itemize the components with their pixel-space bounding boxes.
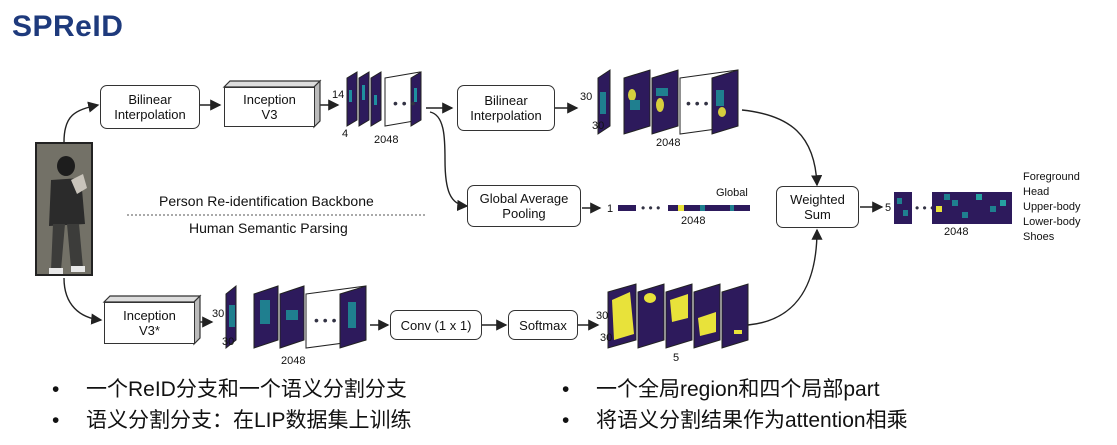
out-dim-5: 5 <box>885 202 892 214</box>
bullet-item: • 一个全局region和四个局部part <box>562 374 908 405</box>
svg-text:• • •: • • • <box>314 312 337 328</box>
bullet-text: 语义分割分支：在LIP数据集上训练 <box>86 409 412 432</box>
inception-v3-box: Inception V3 <box>224 87 315 127</box>
legend-shoes: Shoes <box>1023 231 1055 243</box>
bullet-dot: • <box>562 378 570 401</box>
inception-v3s-box: Inception V3* <box>104 302 195 344</box>
person-silhouette <box>37 144 91 274</box>
top-dim-4: 4 <box>342 128 349 140</box>
out-dim-2048: 2048 <box>944 226 969 238</box>
part-legend: Foreground Head Upper-body Lower-body Sh… <box>1023 170 1080 245</box>
global-dim-2048: 2048 <box>681 215 706 227</box>
bullet-text: 将语义分割结果作为attention相乘 <box>596 409 908 432</box>
bullet-item: • 一个ReID分支和一个语义分割分支 <box>52 374 412 405</box>
global-label: Global <box>716 187 748 199</box>
svg-text:• • •: • • • <box>641 201 660 215</box>
parsing-label: Human Semantic Parsing <box>189 220 348 236</box>
legend-head: Head <box>1023 186 1050 198</box>
right-dim-30b: 30 <box>592 120 605 132</box>
mask-dim-30a: 30 <box>596 310 609 322</box>
softmax-box: Softmax <box>508 310 578 340</box>
bullet-dot: • <box>52 378 60 401</box>
svg-text:• • •: • • • <box>393 95 416 111</box>
bottom-dim-2048: 2048 <box>281 355 306 367</box>
global-average-pooling-box: Global Average Pooling <box>467 185 581 227</box>
bilinear-interpolation-right-box: Bilinear Interpolation <box>457 85 555 131</box>
bullet-item: • 语义分割分支：在LIP数据集上训练 <box>52 405 412 436</box>
mask-dim-5: 5 <box>673 352 680 364</box>
bilinear-interpolation-box: Bilinear Interpolation <box>100 85 200 129</box>
bullet-dot: • <box>52 409 60 432</box>
top-dim-14: 14 <box>332 89 345 101</box>
bullet-text: 一个全局region和四个局部part <box>596 378 880 401</box>
bottom-dim-30a: 30 <box>212 308 225 320</box>
bullets-right: • 一个全局region和四个局部part • 将语义分割结果作为attention… <box>562 374 908 436</box>
legend-upper-body: Upper-body <box>1023 201 1081 213</box>
global-dim-1: 1 <box>607 203 614 215</box>
right-dim-30a: 30 <box>580 91 593 103</box>
svg-text:• • •: • • • <box>686 95 709 111</box>
backbone-label: Person Re-identification Backbone <box>159 193 374 209</box>
right-dim-2048: 2048 <box>656 137 681 149</box>
weighted-sum-box: Weighted Sum <box>776 186 859 228</box>
top-dim-2048: 2048 <box>374 134 399 146</box>
svg-text:• • •: • • • <box>915 201 934 215</box>
bullet-item: • 将语义分割结果作为attention相乘 <box>562 405 908 436</box>
mask-dim-30b: 30 <box>600 332 613 344</box>
legend-lower-body: Lower-body <box>1023 216 1081 228</box>
bottom-dim-30b: 30 <box>222 336 235 348</box>
bullet-dot: • <box>562 409 570 432</box>
slide-title: SPReID <box>12 10 124 43</box>
bullets-left: • 一个ReID分支和一个语义分割分支 • 语义分割分支：在LIP数据集上训练 <box>52 374 412 436</box>
conv-1x1-box: Conv (1 x 1) <box>390 310 482 340</box>
person-image <box>35 142 93 276</box>
legend-foreground: Foreground <box>1023 171 1080 183</box>
bullet-text: 一个ReID分支和一个语义分割分支 <box>86 378 407 401</box>
